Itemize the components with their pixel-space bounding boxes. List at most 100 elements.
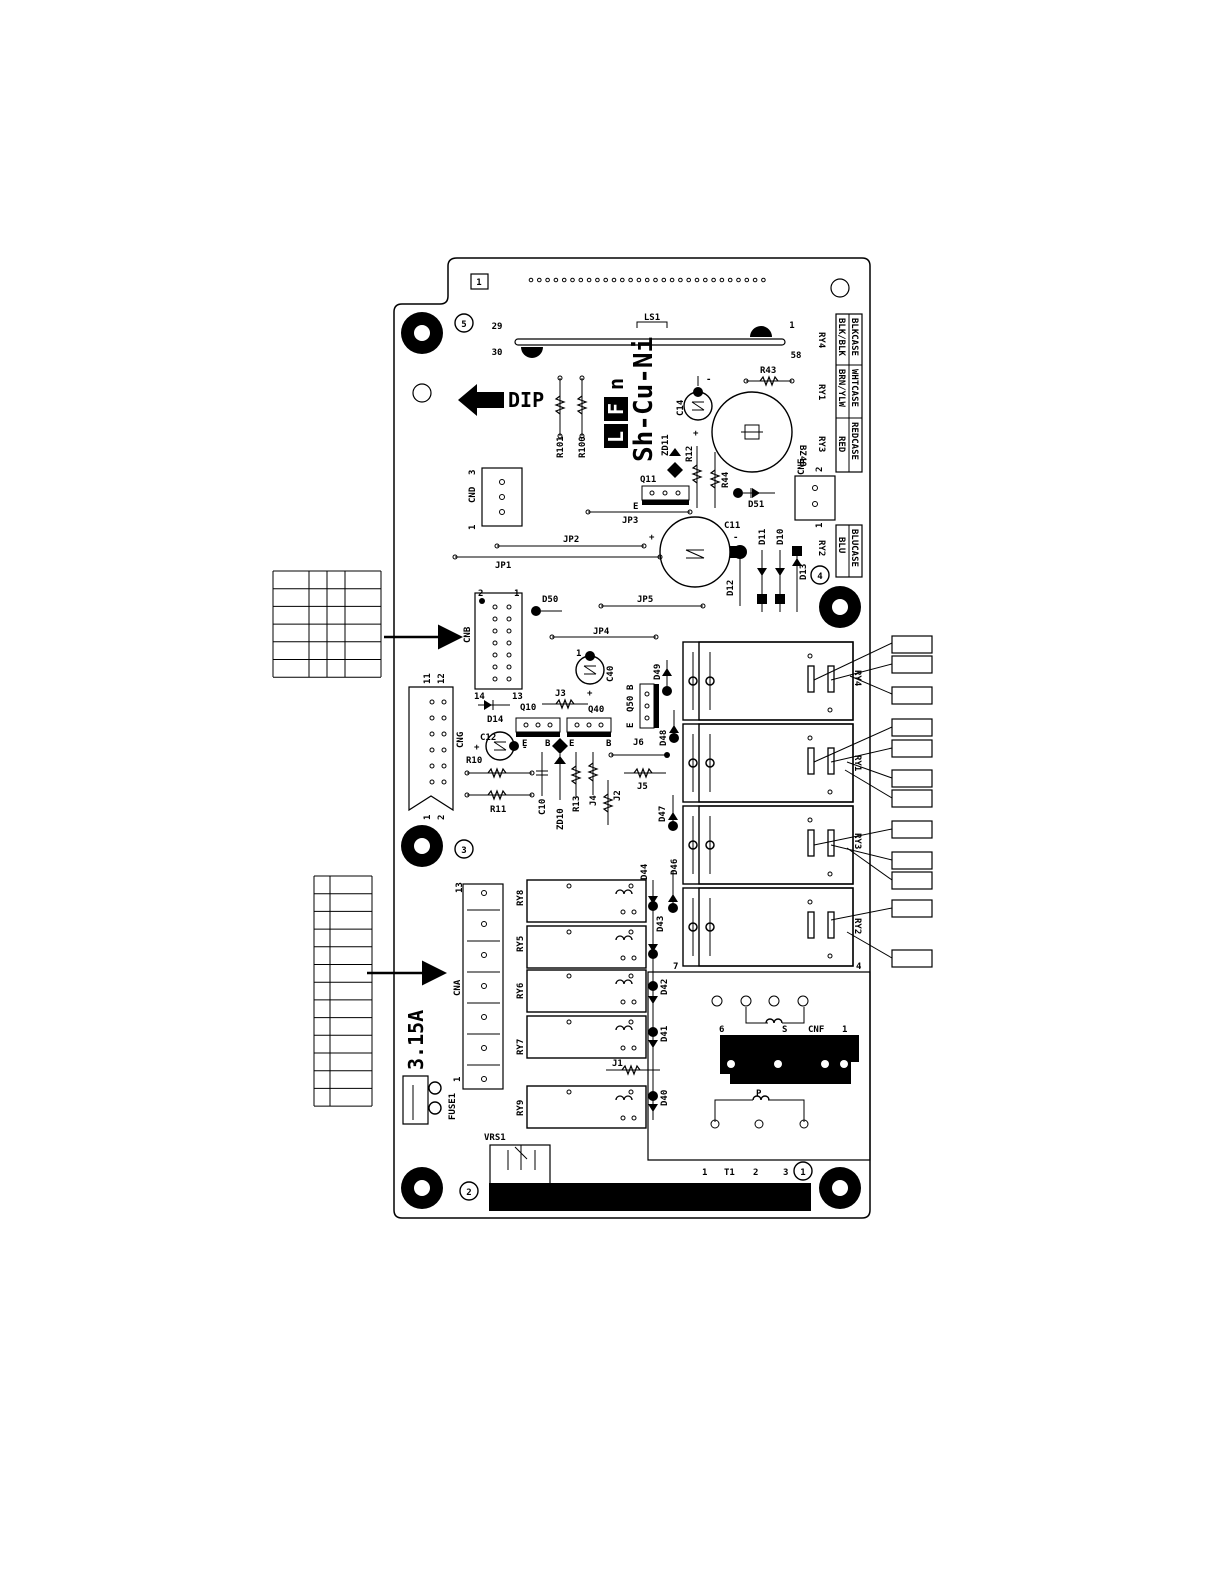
relay-pin <box>827 789 833 795</box>
small-relay-coil <box>615 889 633 895</box>
resistor-r101: R101 <box>554 375 566 458</box>
svg-text:J6: J6 <box>633 738 644 748</box>
cnb-pin <box>492 604 498 610</box>
marker-4: 4 <box>810 565 830 585</box>
small-relay-pin <box>628 929 634 935</box>
svg-text:WHTCASE: WHTCASE <box>849 369 859 407</box>
svg-text:+: + <box>649 533 655 543</box>
resistor-r12: R12 <box>685 446 703 508</box>
resistor-r100: R100 <box>576 375 588 458</box>
svg-text:VRS1: VRS1 <box>484 1133 506 1143</box>
relay-block: RY4 RY1 RY3 RY2 7 4 <box>673 641 862 972</box>
svg-text:1: 1 <box>468 525 478 530</box>
cna-pin <box>481 890 487 896</box>
small-relay-pin <box>628 1019 634 1025</box>
relay-coil <box>705 676 715 686</box>
capacitor-c40: 1 + C40 <box>575 649 616 699</box>
ls1-connector: LS1 29 30 1 58 <box>492 313 802 361</box>
case-labels-top: BLKCASE BLK/BLK RY4 WHTCASE BRN/YLW RY1 … <box>816 313 863 473</box>
svg-text:RY4: RY4 <box>852 670 862 687</box>
svg-text:JP5: JP5 <box>637 595 653 605</box>
resistor-r43: R43 <box>743 366 795 387</box>
marker-1: 1 <box>793 1161 813 1181</box>
callout-box <box>891 655 933 674</box>
svg-text:R12: R12 <box>685 446 695 462</box>
svg-text:D11: D11 <box>758 529 768 545</box>
lfn-logo: L F n <box>604 378 628 448</box>
ls1-pin <box>719 277 725 283</box>
svg-text:-: - <box>706 375 711 385</box>
callout-box <box>891 718 933 737</box>
board-outline <box>393 257 871 1219</box>
svg-text:D12: D12 <box>726 580 736 596</box>
relay-contact <box>807 911 815 939</box>
small-relay-pin <box>620 1115 626 1121</box>
svg-text:2: 2 <box>753 1168 758 1178</box>
small-relay-pin <box>631 999 637 1005</box>
svg-text:JP1: JP1 <box>495 561 511 571</box>
svg-text:7: 7 <box>673 962 678 972</box>
ls1-pin-row <box>528 277 766 283</box>
relay-coil <box>705 840 715 850</box>
jumper-j6: J6 <box>608 738 670 758</box>
svg-text:1: 1 <box>815 523 825 528</box>
connector-cnd: CND 3 1 <box>468 467 523 530</box>
svg-text:1: 1 <box>789 321 794 331</box>
jumper-j4: J4 <box>587 752 599 806</box>
diode-d49: D49 <box>653 660 672 696</box>
ls1-pin <box>603 277 609 283</box>
small-relay-pin <box>620 909 626 915</box>
cnb-pin <box>506 640 512 646</box>
cng-pin <box>441 731 447 737</box>
svg-text:D50: D50 <box>542 595 558 605</box>
fuse: 3.15A FUSE1 <box>402 1010 458 1125</box>
cng-pin <box>429 731 435 737</box>
ls1-pin <box>711 277 716 283</box>
svg-text:C12: C12 <box>480 733 496 743</box>
svg-text:JP3: JP3 <box>622 516 638 526</box>
svg-text:D48: D48 <box>659 730 669 746</box>
svg-text:R100: R100 <box>578 436 588 458</box>
small-relay-pin <box>566 1019 572 1025</box>
svg-text:1: 1 <box>702 1168 707 1178</box>
svg-text:E: E <box>569 739 574 749</box>
relay-contact <box>827 829 835 857</box>
cng-pin <box>441 699 447 705</box>
relay-contact <box>807 829 815 857</box>
dip-arrow: DIP <box>458 384 544 416</box>
svg-text:BLUCASE: BLUCASE <box>849 529 859 567</box>
diode-d14: D14 <box>478 700 510 725</box>
buzzer-bz40: BZ40 <box>711 391 807 473</box>
capacitor-c11: C11 + - <box>649 516 742 588</box>
svg-text:D13: D13 <box>799 564 809 580</box>
cna-pin <box>481 1076 487 1082</box>
svg-text:29: 29 <box>492 322 503 332</box>
cnb-pin <box>492 640 498 646</box>
small-relay-coil <box>615 979 633 985</box>
svg-text:JP2: JP2 <box>563 535 579 545</box>
svg-text:ZD11: ZD11 <box>661 434 671 456</box>
cnb-pin-table <box>272 570 382 678</box>
ls1-pin <box>545 277 550 283</box>
svg-text:ZD10: ZD10 <box>556 808 566 830</box>
small-relay-pin <box>566 929 572 935</box>
svg-text:E: E <box>522 739 527 749</box>
small-relay-pin <box>620 955 626 961</box>
marker-5: 5 <box>454 313 474 333</box>
svg-text:C40: C40 <box>606 666 616 682</box>
right-callout-lines <box>813 642 893 959</box>
cnb-pin <box>492 664 498 670</box>
resistor-r10: R10 <box>464 756 535 779</box>
svg-text:RY6: RY6 <box>516 983 526 999</box>
cnb-pin <box>506 628 512 634</box>
mounting-holes <box>401 278 861 1209</box>
svg-text:13: 13 <box>455 882 465 893</box>
svg-text:D51: D51 <box>748 500 764 510</box>
jumper-j1: J1 <box>606 1059 660 1076</box>
ls1-pin <box>694 277 700 283</box>
cna-pin <box>481 952 487 958</box>
jumper-jp4: JP4 <box>549 627 659 640</box>
svg-text:E: E <box>626 723 636 728</box>
ls1-pin <box>744 277 750 283</box>
svg-text:4: 4 <box>817 572 823 582</box>
